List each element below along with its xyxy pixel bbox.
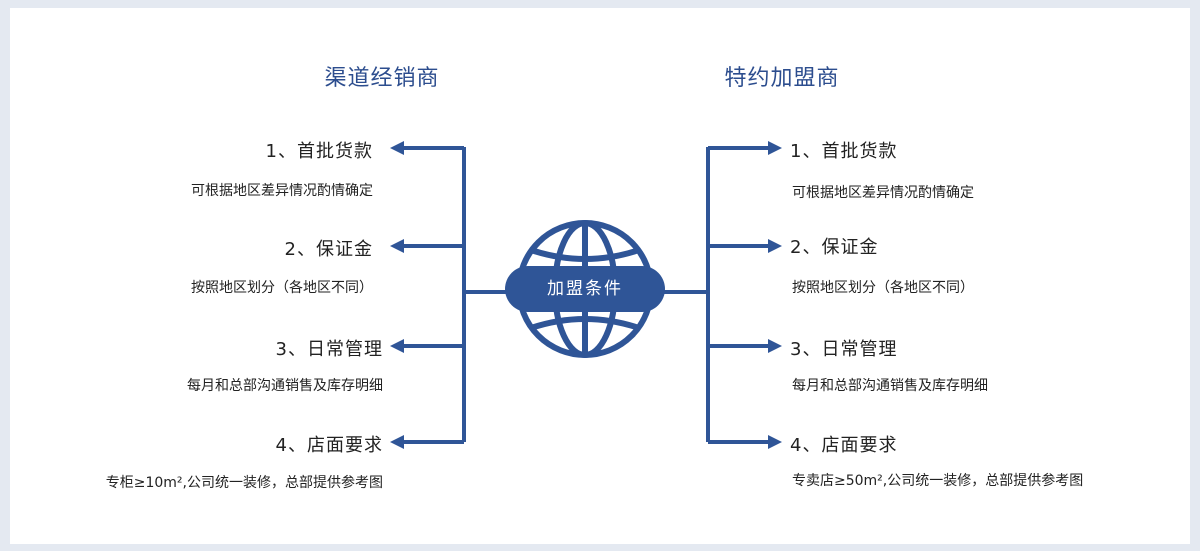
left-item-2-title: 2、保证金 <box>284 239 373 260</box>
right-arrow-4 <box>768 435 782 449</box>
right-item-3-title: 3、日常管理 <box>790 339 898 360</box>
left-item-2-desc: 按照地区划分（各地区不同） <box>191 280 373 296</box>
left-arrow-1 <box>390 141 404 155</box>
right-arrow-1 <box>768 141 782 155</box>
right-item-4-title: 4、店面要求 <box>790 435 898 456</box>
right-item-1-desc: 可根据地区差异情况酌情确定 <box>792 185 974 201</box>
right-item-2-title: 2、保证金 <box>790 237 879 258</box>
right-item-1-title: 1、首批货款 <box>790 141 898 162</box>
left-item-1-title: 1、首批货款 <box>265 141 373 162</box>
center-label: 加盟条件 <box>505 266 665 312</box>
left-item-3-desc: 每月和总部沟通销售及库存明细 <box>187 378 383 394</box>
right-title: 特约加盟商 <box>724 66 840 91</box>
right-arrow-2 <box>768 239 782 253</box>
left-arrow-4 <box>390 435 404 449</box>
right-item-4-desc: 专卖店≥50m²,公司统一装修，总部提供参考图 <box>792 473 1084 489</box>
left-title: 渠道经销商 <box>324 66 440 91</box>
right-item-2-desc: 按照地区划分（各地区不同） <box>792 280 974 296</box>
left-arrow-3 <box>390 339 404 353</box>
right-item-3-desc: 每月和总部沟通销售及库存明细 <box>792 378 988 394</box>
left-item-4-title: 4、店面要求 <box>275 435 383 456</box>
left-item-1-desc: 可根据地区差异情况酌情确定 <box>191 183 373 199</box>
left-item-3-title: 3、日常管理 <box>275 339 383 360</box>
right-arrow-3 <box>768 339 782 353</box>
left-arrow-2 <box>390 239 404 253</box>
left-item-4-desc: 专柜≥10m²,公司统一装修，总部提供参考图 <box>105 475 383 491</box>
